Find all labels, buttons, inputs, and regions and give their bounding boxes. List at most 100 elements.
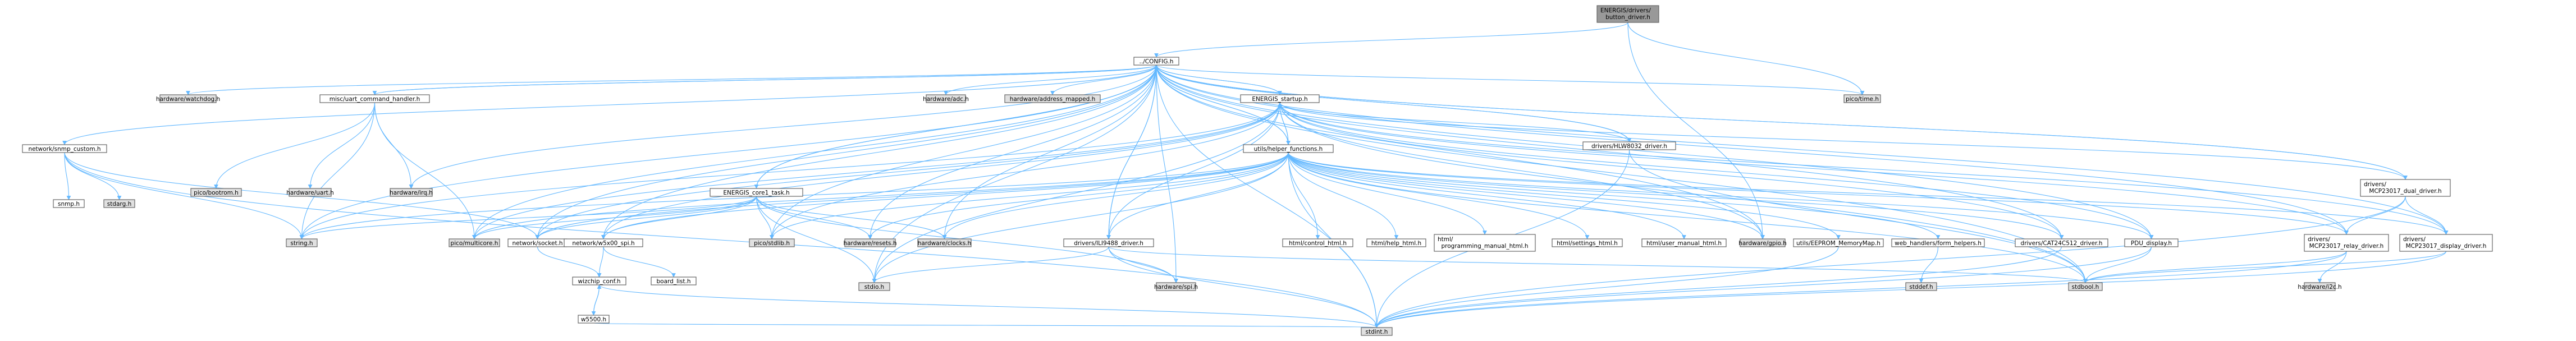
node-settings-html[interactable]: html/settings_html.h: [1552, 238, 1623, 247]
node-label: hardware/adc.h: [923, 96, 969, 103]
node-label: stdarg.h: [107, 201, 131, 208]
node-box: [1434, 234, 1536, 252]
node-box: [578, 315, 610, 324]
node-label: ../CONFIG.h: [1140, 58, 1174, 65]
node-label: hardware/clocks.h: [918, 240, 971, 247]
node-label: utils/helper_functions.h: [1254, 146, 1323, 153]
node-label: stdbool.h: [2072, 284, 2099, 291]
node-multicore: pico/multicore.h: [449, 238, 500, 247]
node-eeprom-map[interactable]: utils/EEPROM_MemoryMap.h: [1793, 238, 1884, 247]
node-stdarg: stdarg.h: [103, 199, 135, 208]
node-label: hardware/gpio.h: [1738, 240, 1786, 247]
edge-ili9488-to-stdbool: [1108, 246, 2088, 283]
node-box: [572, 277, 626, 285]
edge-startup-to-multicore: [472, 102, 1280, 239]
node-control-html[interactable]: html/control_html.h: [1282, 238, 1353, 247]
edge-core1_task-to-string: [299, 196, 757, 239]
node-label: w5500.h: [581, 316, 606, 323]
node-box: [844, 238, 896, 247]
edge-mcp_dual-to-mcp_display: [2405, 196, 2449, 235]
edge-layer: [62, 22, 2449, 328]
node-form-helpers[interactable]: web_handlers/form_helpers.h: [1891, 238, 1985, 247]
node-label: drivers/HLW8032_driver.h: [1591, 143, 1667, 150]
node-label: pico/multicore.h: [451, 240, 498, 247]
node-helper[interactable]: utils/helper_functions.h: [1243, 144, 1334, 153]
node-gpio: hardware/gpio.h: [1738, 238, 1787, 247]
edge-config-to-multicore: [472, 64, 1157, 239]
node-w5500[interactable]: w5500.h: [578, 315, 610, 324]
edge-mcp_dual-to-mcp_relay: [2344, 196, 2406, 235]
node-box: [926, 94, 966, 103]
edge-config-to-resets: [868, 64, 1157, 239]
edge-helper-to-cat24c512: [1288, 152, 2064, 239]
edge-config-to-cat24c512: [1156, 64, 2064, 239]
edge-mcp_dual-to-config: [1154, 64, 2406, 180]
node-core1-task[interactable]: ENERGIS_core1_task.h: [710, 188, 803, 197]
node-spi: hardware/spi.h: [1154, 282, 1198, 291]
node-config[interactable]: ../CONFIG.h: [1133, 57, 1179, 66]
node-snmp-custom[interactable]: network/snmp_custom.h: [22, 144, 107, 153]
node-label: hardware/spi.h: [1154, 284, 1198, 291]
node-mcp-relay[interactable]: drivers/MCP23017_relay_driver.h: [2304, 234, 2389, 252]
node-box: [1582, 141, 1676, 150]
node-label: hardware/watchdog.h: [156, 96, 220, 103]
node-box: [1905, 282, 1937, 291]
node-bootrom: pico/bootrom.h: [190, 188, 242, 197]
edge-root-to-gpio: [1627, 22, 1765, 239]
edge-helper-to-gpio: [1288, 152, 1765, 239]
edge-ili9488-to-stdio: [872, 246, 1109, 283]
node-label: PDU_display.h: [2131, 240, 2172, 247]
node-box: [1891, 238, 1985, 247]
edge-mcp_dual-to-stdint: [1374, 196, 2406, 328]
node-startup[interactable]: ENERGIS_startup.h: [1240, 94, 1320, 103]
node-cat24c512[interactable]: drivers/CAT24C512_driver.h: [2015, 238, 2108, 247]
node-snmp[interactable]: snmp.h: [53, 199, 85, 208]
node-stdbool: stdbool.h: [2068, 282, 2103, 291]
edge-core1_task-to-socket: [535, 196, 757, 239]
node-ili9488[interactable]: drivers/ILI9488_driver.h: [1063, 238, 1154, 247]
node-label: string.h: [290, 240, 313, 247]
edge-config-to-mcp_display: [1156, 64, 2449, 235]
node-user-manual[interactable]: html/user_manual_html.h: [1641, 238, 1727, 247]
edge-uart_cmd-to-uart: [308, 102, 376, 189]
node-prog-manual[interactable]: html/programming_manual_html.h: [1434, 234, 1536, 252]
edge-uart_cmd-to-irq: [374, 102, 414, 189]
edge-helper-to-prog_manual: [1288, 152, 1487, 235]
node-label: pico/time.h: [1846, 96, 1879, 103]
edge-config-to-clocks: [942, 64, 1157, 239]
node-wizchip-conf[interactable]: wizchip_conf.h: [572, 277, 626, 285]
node-stdint: stdint.h: [1361, 327, 1393, 336]
edge-core1_task-to-config: [756, 64, 1159, 189]
node-layer: ENERGIS/drivers/button_driver.h ../CONFIG…: [22, 5, 2493, 336]
node-uart-cmd[interactable]: misc/uart_command_handler.h: [319, 94, 430, 103]
edge-helper-to-resets: [868, 152, 1289, 239]
node-hlw8032[interactable]: drivers/HLW8032_driver.h: [1582, 141, 1676, 150]
node-mcp-display[interactable]: drivers/MCP23017_display_driver.h: [2399, 234, 2493, 252]
node-help-html[interactable]: html/help_html.h: [1366, 238, 1426, 247]
edge-startup-to-w5x00_spi: [601, 102, 1280, 239]
edge-startup-to-mcp_dual: [1279, 102, 2408, 180]
edge-mcp_relay-to-stdint: [1374, 251, 2347, 328]
edge-startup-to-config: [1154, 64, 1280, 95]
node-box: [1596, 5, 1659, 23]
node-root[interactable]: ENERGIS/drivers/button_driver.h: [1596, 5, 1659, 23]
edge-ili9488-to-spi: [1108, 246, 1178, 283]
node-label: drivers/MCP23017_relay_driver.h: [2308, 236, 2383, 250]
node-label: html/programming_manual_html.h: [1438, 236, 1529, 250]
node-mcp-dual[interactable]: drivers/MCP23017_dual_driver.h: [2360, 179, 2451, 197]
node-box: [1793, 238, 1884, 247]
node-board-list[interactable]: board_list.h: [651, 277, 697, 285]
edge-snmp_custom-to-stdint: [64, 152, 1379, 328]
node-box: [2124, 238, 2179, 247]
node-w5x00-spi[interactable]: network/w5x00_spi.h: [564, 238, 643, 247]
node-uart: hardware/uart.h: [286, 188, 334, 197]
edge-startup-to-socket: [535, 102, 1280, 239]
edge-helper-to-stdio: [872, 152, 1289, 283]
node-label: wizchip_conf.h: [578, 278, 620, 285]
node-pdu-display[interactable]: PDU_display.h: [2124, 238, 2179, 247]
edge-uart_cmd-to-config: [374, 64, 1159, 95]
edge-startup-to-gpio: [1279, 102, 1765, 239]
node-socket[interactable]: network/socket.h: [507, 238, 568, 247]
edge-w5x00_spi-to-wizchip_conf: [597, 246, 604, 278]
node-box: [2304, 234, 2389, 252]
